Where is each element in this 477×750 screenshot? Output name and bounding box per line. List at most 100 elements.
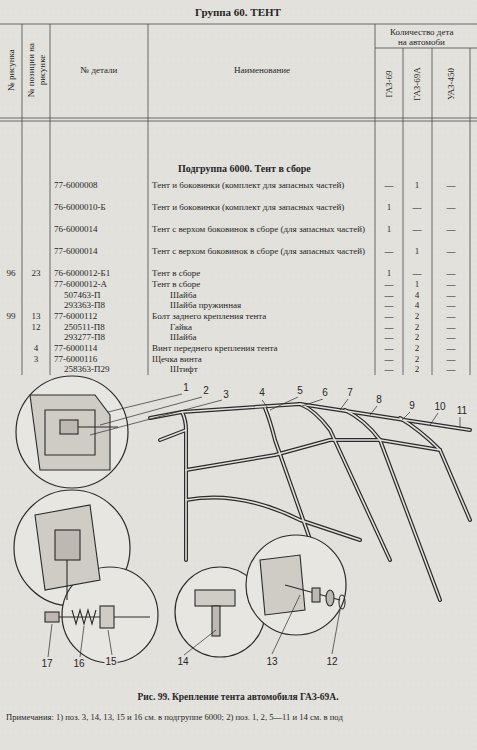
quantity: — bbox=[385, 246, 394, 257]
column-header: № рисунка bbox=[6, 49, 17, 91]
part-number: 507463-П bbox=[64, 290, 101, 301]
quantity: 1 bbox=[387, 224, 392, 235]
callout-number: 16 bbox=[72, 659, 85, 670]
quantity: — bbox=[447, 290, 456, 301]
quantity: 2 bbox=[415, 311, 420, 322]
quantity: — bbox=[447, 279, 456, 290]
callout-number: 13 bbox=[265, 657, 278, 668]
quantity: 1 bbox=[415, 180, 420, 191]
part-name: Тент с верхом боковинок в сборе (для зап… bbox=[152, 246, 368, 257]
column-header: ГАЗ-69А bbox=[412, 67, 423, 101]
part-name: Штифт bbox=[170, 364, 368, 375]
callout-number: 7 bbox=[346, 388, 354, 399]
part-name: Гайка bbox=[170, 322, 368, 333]
column-header: Количество дета bbox=[390, 27, 453, 38]
quantity: 4 bbox=[415, 290, 420, 301]
callout-number: 17 bbox=[40, 659, 53, 670]
part-number: 77-6000112 bbox=[54, 311, 97, 322]
callout-number: 8 bbox=[375, 395, 383, 406]
column-header: № позиции на рисунке bbox=[26, 28, 47, 112]
part-name: Тент и боковинки (комплект для запасных … bbox=[152, 202, 368, 213]
callout-number: 10 bbox=[433, 402, 446, 413]
quantity: 2 bbox=[415, 354, 420, 365]
callout-number: 9 bbox=[408, 401, 416, 412]
position-number: 12 bbox=[32, 322, 41, 333]
part-name: Болт заднего крепления тента bbox=[152, 311, 368, 322]
position-number: 23 bbox=[32, 268, 41, 279]
quantity: — bbox=[447, 311, 456, 322]
part-number: 258363-П29 bbox=[64, 364, 110, 375]
subgroup-heading: Подгруппа 6000. Тент в сборе bbox=[178, 164, 311, 175]
part-number: 77-6000116 bbox=[54, 354, 97, 365]
part-name: Тент и боковинки (комплект для запасных … bbox=[152, 180, 368, 191]
quantity: 2 bbox=[415, 364, 420, 375]
part-number: 76-6000010-Б bbox=[54, 202, 106, 213]
part-number: 77-6000012-А bbox=[54, 279, 107, 290]
quantity: — bbox=[413, 224, 422, 235]
part-name: Шайба bbox=[170, 290, 368, 301]
quantity: — bbox=[447, 322, 456, 333]
quantity: — bbox=[447, 364, 456, 375]
callout-number: 6 bbox=[321, 388, 329, 399]
quantity: 2 bbox=[415, 332, 420, 343]
quantity: 1 bbox=[387, 268, 392, 279]
part-name: Шайба bbox=[170, 332, 368, 343]
callout-number: 3 bbox=[222, 390, 230, 401]
quantity: — bbox=[447, 268, 456, 279]
part-number: 293363-П8 bbox=[64, 300, 105, 311]
quantity: — bbox=[447, 246, 456, 257]
part-name: Винт переднего крепления тента bbox=[152, 343, 368, 354]
quantity: — bbox=[447, 332, 456, 343]
quantity: — bbox=[385, 290, 394, 301]
quantity: 1 bbox=[415, 246, 420, 257]
quantity: 1 bbox=[415, 279, 420, 290]
callout-number: 2 bbox=[202, 386, 210, 397]
quantity: — bbox=[385, 311, 394, 322]
quantity: 2 bbox=[415, 322, 420, 333]
quantity: — bbox=[385, 300, 394, 311]
quantity: — bbox=[413, 268, 422, 279]
quantity: — bbox=[447, 202, 456, 213]
part-number: 77-6000114 bbox=[54, 343, 97, 354]
detail-views bbox=[14, 376, 346, 663]
column-header: на автомоби bbox=[398, 37, 445, 48]
callout-number: 11 bbox=[456, 406, 468, 417]
part-number: 77-6000014 bbox=[54, 246, 98, 257]
part-name: Тент с верхом боковинок в сборе (для зап… bbox=[152, 224, 368, 235]
part-number: 77-6000008 bbox=[54, 180, 98, 191]
quantity: — bbox=[447, 300, 456, 311]
column-header: Наименование bbox=[234, 65, 290, 76]
leader-lines bbox=[48, 394, 460, 657]
callout-number: 15 bbox=[104, 657, 117, 668]
quantity: — bbox=[385, 343, 394, 354]
table-grid bbox=[0, 24, 477, 375]
quantity: — bbox=[447, 180, 456, 191]
quantity: — bbox=[413, 202, 422, 213]
callout-number: 4 bbox=[258, 388, 266, 399]
footnote: Примечания: 1) поз. 3, 14, 13, 15 и 16 с… bbox=[6, 712, 343, 723]
figure-number: 96 bbox=[7, 268, 16, 279]
quantity: — bbox=[385, 322, 394, 333]
quantity: — bbox=[385, 364, 394, 375]
callout-number: 5 bbox=[296, 386, 304, 397]
page-title: Группа 60. ТЕНТ bbox=[195, 7, 281, 18]
part-name: Тент в сборе bbox=[152, 268, 368, 279]
figure-caption: Рис. 99. Крепление тента автомобиля ГАЗ-… bbox=[137, 692, 338, 703]
part-number: 76-6000012-Б1 bbox=[54, 268, 110, 279]
part-name: Шайба пружинная bbox=[170, 300, 368, 311]
column-header: УАЗ-450 bbox=[446, 68, 457, 100]
quantity: — bbox=[447, 354, 456, 365]
quantity: 4 bbox=[415, 300, 420, 311]
callout-number: 12 bbox=[325, 657, 338, 668]
callout-number: 1 bbox=[182, 383, 190, 394]
quantity: — bbox=[385, 354, 394, 365]
quantity: — bbox=[385, 279, 394, 290]
callout-number: 14 bbox=[176, 657, 189, 668]
quantity: — bbox=[447, 224, 456, 235]
quantity: 2 bbox=[415, 343, 420, 354]
quantity: — bbox=[385, 180, 394, 191]
column-header: ГАЗ-69 bbox=[384, 70, 395, 97]
quantity: — bbox=[385, 332, 394, 343]
